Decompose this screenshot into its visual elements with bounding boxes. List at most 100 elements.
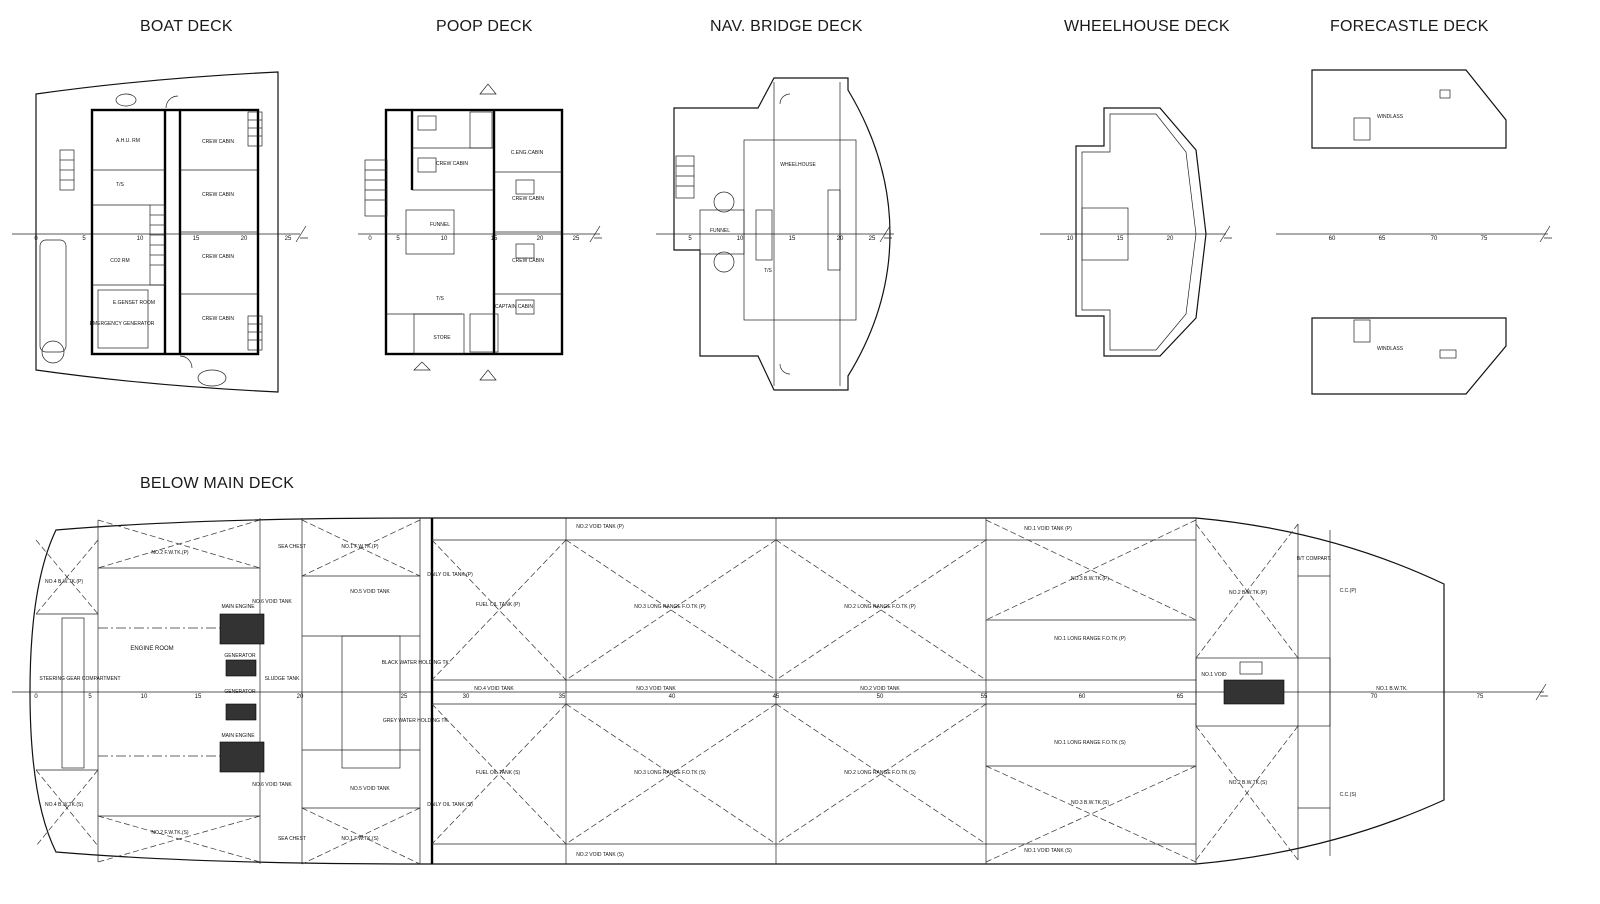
poop-frame-label: 15	[491, 236, 498, 242]
poop-frame-label: 5	[396, 236, 400, 242]
below-room-sludge: SLUDGE TANK	[265, 676, 300, 682]
poop-room-crew-3: CREW CABIN	[512, 258, 544, 264]
boat-room-crew-1: CREW CABIN	[202, 139, 234, 145]
below-room-lr2p: NO.2 LONG RANGE F.O.TK (P)	[844, 604, 916, 610]
boat-frame-label: 15	[193, 236, 200, 242]
below-room-void2: NO.2 VOID TANK	[860, 686, 900, 692]
below-frame-label: 20	[297, 694, 304, 700]
poop-room-crew-1: CREW CABIN	[436, 161, 468, 167]
poop-frame-label: 10	[441, 236, 448, 242]
below-room-cc-p: C.C.(P)	[1340, 588, 1357, 594]
boat-deck-plan: A.H.U. RM CREW CABIN CREW CABIN CREW CAB…	[12, 71, 308, 393]
below-room-void4: NO.4 VOID TANK	[474, 686, 514, 692]
forecastle-room-windlass-1: WINDLASS	[1377, 114, 1404, 120]
boat-deck-title: BOAT DECK	[140, 18, 233, 35]
wheelhouse-deck-plan: 10 15 20	[1040, 107, 1232, 357]
below-room-void1p: NO.1 VOID TANK (P)	[1024, 526, 1072, 532]
bridge-frame-label: 5	[688, 236, 692, 242]
below-room-lr1p: NO.1 LONG RANGE F.O.TK (P)	[1054, 636, 1126, 642]
below-room-bw2p: NO.2 B.W.TK.(P)	[1229, 590, 1267, 596]
below-frame-label: 70	[1371, 694, 1378, 700]
forecastle-frame-label: 60	[1329, 236, 1336, 242]
poop-frame-label: 20	[537, 236, 544, 242]
below-frame-label: 0	[34, 694, 38, 700]
below-room-sea-chest-1: SEA CHEST	[278, 544, 306, 550]
below-room-fw2s: NO.2 F.W.TK.(S)	[151, 830, 189, 836]
boat-frame-label: 0	[34, 236, 38, 242]
bridge-frame-label: 20	[837, 236, 844, 242]
poop-deck-plan: CREW CABIN C.ENG.CABIN FUNNEL CREW CABIN…	[358, 83, 602, 381]
below-room-black-water: BLACK WATER HOLDING TK.	[382, 660, 451, 666]
poop-room-store: STORE	[433, 335, 451, 341]
below-room-fuel-s: FUEL OIL TANK (S)	[476, 770, 521, 776]
below-frame-label: 75	[1477, 694, 1484, 700]
boat-room-ts: T/S	[116, 182, 124, 188]
below-main-deck-title: BELOW MAIN DECK	[140, 475, 295, 492]
bridge-room-funnel: FUNNEL	[710, 228, 730, 234]
below-room-void1: NO.1 VOID	[1201, 672, 1227, 678]
below-room-daily-p: DAILY OIL TANK (P)	[427, 572, 473, 578]
bridge-room-wheelhouse: WHEELHOUSE	[780, 162, 816, 168]
below-frame-label: 65	[1177, 694, 1184, 700]
below-room-lr2s: NO.2 LONG RANGE F.O.TK (S)	[844, 770, 916, 776]
forecastle-deck-plan: WINDLASS WINDLASS 60 65 70 75	[1276, 69, 1552, 395]
below-room-nbw4p: NO.4 B.W.TK.(P)	[45, 579, 83, 585]
boat-room-ahu: A.H.U. RM	[116, 138, 140, 144]
below-room-void1s: NO.1 VOID TANK (S)	[1024, 848, 1072, 854]
forecastle-frame-label: 70	[1431, 236, 1438, 242]
nav-bridge-deck-title: NAV. BRIDGE DECK	[710, 18, 863, 35]
wheelhouse-frame-label: 15	[1117, 236, 1124, 242]
below-room-lr3p: NO.3 LONG RANGE F.O.TK (P)	[634, 604, 706, 610]
below-room-generator-2: GENERATOR	[224, 689, 256, 695]
below-frame-label: 30	[463, 694, 470, 700]
below-frame-label: 10	[141, 694, 148, 700]
bridge-frame-label: 25	[869, 236, 876, 242]
below-room-void6-s: NO.6 VOID TANK	[252, 782, 292, 788]
bridge-frame-label: 15	[789, 236, 796, 242]
forecastle-frame-label: 75	[1481, 236, 1488, 242]
below-room-grey-water: GREY WATER HOLDING TK.	[383, 718, 449, 724]
below-room-lr1s: NO.1 LONG RANGE F.O.TK (S)	[1054, 740, 1126, 746]
below-room-void5-s: NO.5 VOID TANK	[350, 786, 390, 792]
forecastle-deck-title: FORECASTLE DECK	[1330, 18, 1489, 35]
below-room-bw3p: NO.3 B.W.TK.(P)	[1071, 576, 1109, 582]
boat-room-egenset: E.GENSET ROOM	[113, 300, 155, 306]
below-room-bw3s: NO.3 B.W.TK.(S)	[1071, 800, 1109, 806]
below-room-void2p: NO.2 VOID TANK (P)	[576, 524, 624, 530]
below-frame-label: 35	[559, 694, 566, 700]
wheelhouse-frame-label: 20	[1167, 236, 1174, 242]
forecastle-room-windlass-2: WINDLASS	[1377, 346, 1404, 352]
wheelhouse-frame-label: 10	[1067, 236, 1074, 242]
boat-room-crew-3: CREW CABIN	[202, 254, 234, 260]
below-room-bw1: NO.1 B.W.TK.	[1376, 686, 1407, 692]
below-room-fw2p: NO.2 F.W.TK.(P)	[151, 550, 189, 556]
boat-room-emergency-generator: EMERGENCY GENERATOR	[90, 321, 155, 327]
below-room-steering: STEERING GEAR COMPARTMENT	[39, 676, 120, 682]
boat-room-co2: CO2 RM	[110, 258, 129, 264]
below-room-main-engine-2: MAIN ENGINE	[221, 733, 255, 739]
boat-frame-label: 10	[137, 236, 144, 242]
poop-room-crew-2: CREW CABIN	[512, 196, 544, 202]
boat-room-crew-2: CREW CABIN	[202, 192, 234, 198]
wheelhouse-deck-title: WHEELHOUSE DECK	[1064, 18, 1230, 35]
below-room-daily-s: DAILY OIL TANK (S)	[427, 802, 473, 808]
below-room-engine-room: ENGINE ROOM	[130, 646, 173, 652]
below-frame-label: 5	[88, 694, 92, 700]
bridge-frame-label: 10	[737, 236, 744, 242]
forecastle-frame-label: 65	[1379, 236, 1386, 242]
below-room-cc-s: C.C.(S)	[1340, 792, 1357, 798]
poop-room-ts: T/S	[436, 296, 444, 302]
below-frame-label: 25	[401, 694, 408, 700]
below-room-nbw4s: NO.4 B.W.TK.(S)	[45, 802, 83, 808]
bridge-room-ts: T/S	[764, 268, 772, 274]
boat-frame-label: 25	[285, 236, 292, 242]
below-frame-label: 60	[1079, 694, 1086, 700]
boat-frame-label: 5	[82, 236, 86, 242]
poop-deck-title: POOP DECK	[436, 18, 533, 35]
poop-room-cheng: C.ENG.CABIN	[511, 150, 544, 156]
boat-frame-label: 20	[241, 236, 248, 242]
below-room-fw1p: NO.1 F.W.TK.(P)	[341, 544, 379, 550]
poop-frame-label: 25	[573, 236, 580, 242]
below-room-void6-p: NO.6 VOID TANK	[252, 599, 292, 605]
